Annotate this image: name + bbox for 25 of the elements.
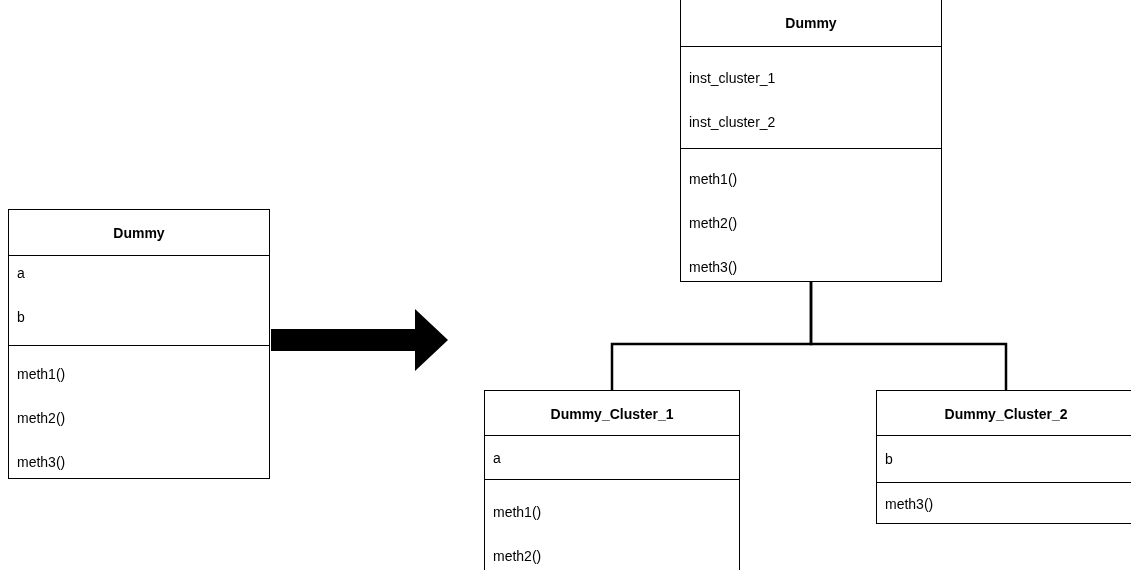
class-box bbox=[8, 209, 270, 479]
class-member: meth3() bbox=[689, 258, 738, 276]
class-member: meth2() bbox=[493, 547, 542, 565]
class-member: b bbox=[885, 450, 893, 468]
class-name: Dummy bbox=[785, 14, 837, 33]
class-box bbox=[484, 390, 740, 570]
class-member: meth1() bbox=[493, 503, 542, 521]
class-name: Dummy_Cluster_1 bbox=[550, 405, 674, 424]
class-box bbox=[680, 0, 942, 282]
class-member: meth3() bbox=[17, 453, 66, 471]
class-member: meth2() bbox=[689, 214, 738, 232]
connector-line bbox=[809, 282, 1008, 390]
class-member: meth1() bbox=[689, 170, 738, 188]
class-box bbox=[876, 390, 1131, 524]
class-name: Dummy_Cluster_2 bbox=[944, 405, 1068, 424]
class-member: meth2() bbox=[17, 409, 66, 427]
class-member: inst_cluster_2 bbox=[689, 113, 776, 131]
class-member: inst_cluster_1 bbox=[689, 69, 776, 87]
class-member: a bbox=[493, 449, 501, 467]
class-member: meth3() bbox=[885, 495, 934, 513]
block-arrow bbox=[271, 309, 448, 371]
class-member: a bbox=[17, 264, 25, 282]
class-member: b bbox=[17, 308, 25, 326]
class-member: meth1() bbox=[17, 365, 66, 383]
class-name: Dummy bbox=[113, 224, 165, 243]
